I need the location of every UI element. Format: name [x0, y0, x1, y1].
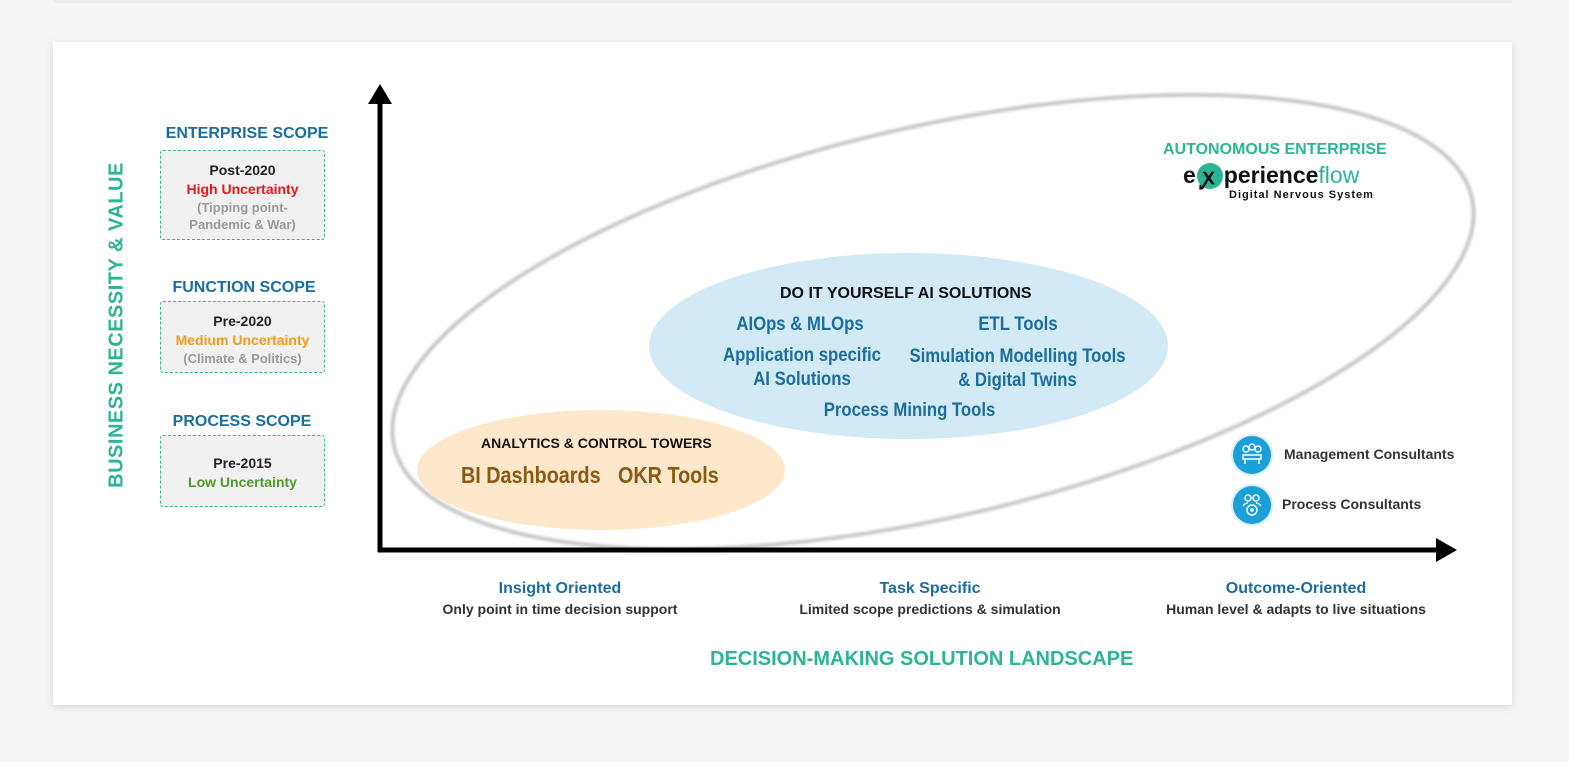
x-axis-label: DECISION-MAKING SOLUTION LANDSCAPE [710, 648, 1134, 670]
x-category-insight: Insight Oriented Only point in time deci… [390, 579, 730, 619]
enterprise-note-1: (Tipping point- [197, 200, 288, 215]
enterprise-note-2: Pandemic & War) [189, 217, 296, 232]
top-divider [53, 0, 1512, 3]
analytics-item-okr: OKR Tools [618, 462, 719, 488]
diy-item-digital-twins: & Digital Twins [958, 370, 1077, 391]
x-category-task: Task Specific Limited scope predictions … [760, 579, 1100, 619]
process-uncertainty: Low Uncertainty [188, 474, 297, 490]
function-uncertainty: Medium Uncertainty [175, 332, 310, 348]
x-category-outcome-title: Outcome-Oriented [1225, 580, 1367, 597]
team-meeting-icon [1233, 436, 1271, 474]
function-period: Pre-2020 [213, 313, 272, 329]
gears-people-icon [1233, 486, 1271, 524]
enterprise-uncertainty: High Uncertainty [186, 181, 299, 197]
logo-tagline: Digital Nervous System [1229, 189, 1374, 201]
enterprise-period: Post-2020 [209, 162, 276, 178]
x-category-insight-subtitle: Only point in time decision support [442, 601, 678, 617]
legend-management-consultants: Management Consultants [1284, 446, 1455, 462]
diy-item-simulation: Simulation Modelling Tools [909, 346, 1126, 367]
process-period: Pre-2015 [213, 455, 272, 471]
logo-suffix: flow [1318, 162, 1360, 188]
legend-process-consultants: Process Consultants [1282, 496, 1422, 512]
x-axis-arrow [1436, 538, 1457, 562]
function-scope-box: Pre-2020 Medium Uncertainty (Climate & P… [160, 301, 325, 373]
enterprise-scope-box: Post-2020 High Uncertainty (Tipping poin… [160, 150, 325, 240]
diy-item-ai-solutions: AI Solutions [753, 369, 851, 390]
enterprise-scope-title: ENTERPRISE SCOPE [165, 125, 329, 142]
y-axis-arrow [368, 84, 392, 104]
x-category-insight-title: Insight Oriented [498, 580, 622, 597]
diy-item-application: Application specific [723, 345, 881, 366]
analytics-title: ANALYTICS & CONTROL TOWERS [481, 435, 712, 451]
x-category-outcome-subtitle: Human level & adapts to live situations [1166, 601, 1426, 617]
autonomous-ellipse [390, 92, 1476, 552]
diy-title: DO IT YOURSELF AI SOLUTIONS [780, 285, 1032, 302]
diy-item-process-mining: Process Mining Tools [823, 400, 996, 421]
analytics-ellipse [417, 410, 785, 530]
analytics-item-bi: BI Dashboards [461, 462, 601, 488]
autonomous-title: AUTONOMOUS ENTERPRISE [1163, 141, 1387, 158]
process-scope-box: Pre-2015 Low Uncertainty [160, 435, 325, 507]
function-scope-title: FUNCTION SCOPE [172, 279, 316, 296]
diy-item-aiops: AIOps & MLOps [736, 314, 864, 335]
logo-x-icon: ꭙ [1196, 162, 1223, 189]
function-note: (Climate & Politics) [183, 351, 302, 366]
x-category-task-subtitle: Limited scope predictions & simulation [799, 601, 1061, 617]
diy-ellipse [649, 253, 1168, 439]
diy-item-etl: ETL Tools [978, 314, 1058, 335]
x-category-outcome: Outcome-Oriented Human level & adapts to… [1126, 579, 1466, 619]
process-scope-title: PROCESS SCOPE [172, 413, 312, 430]
logo-prefix: e [1183, 162, 1196, 188]
logo-main: perience [1223, 162, 1319, 188]
x-category-task-title: Task Specific [879, 580, 981, 597]
